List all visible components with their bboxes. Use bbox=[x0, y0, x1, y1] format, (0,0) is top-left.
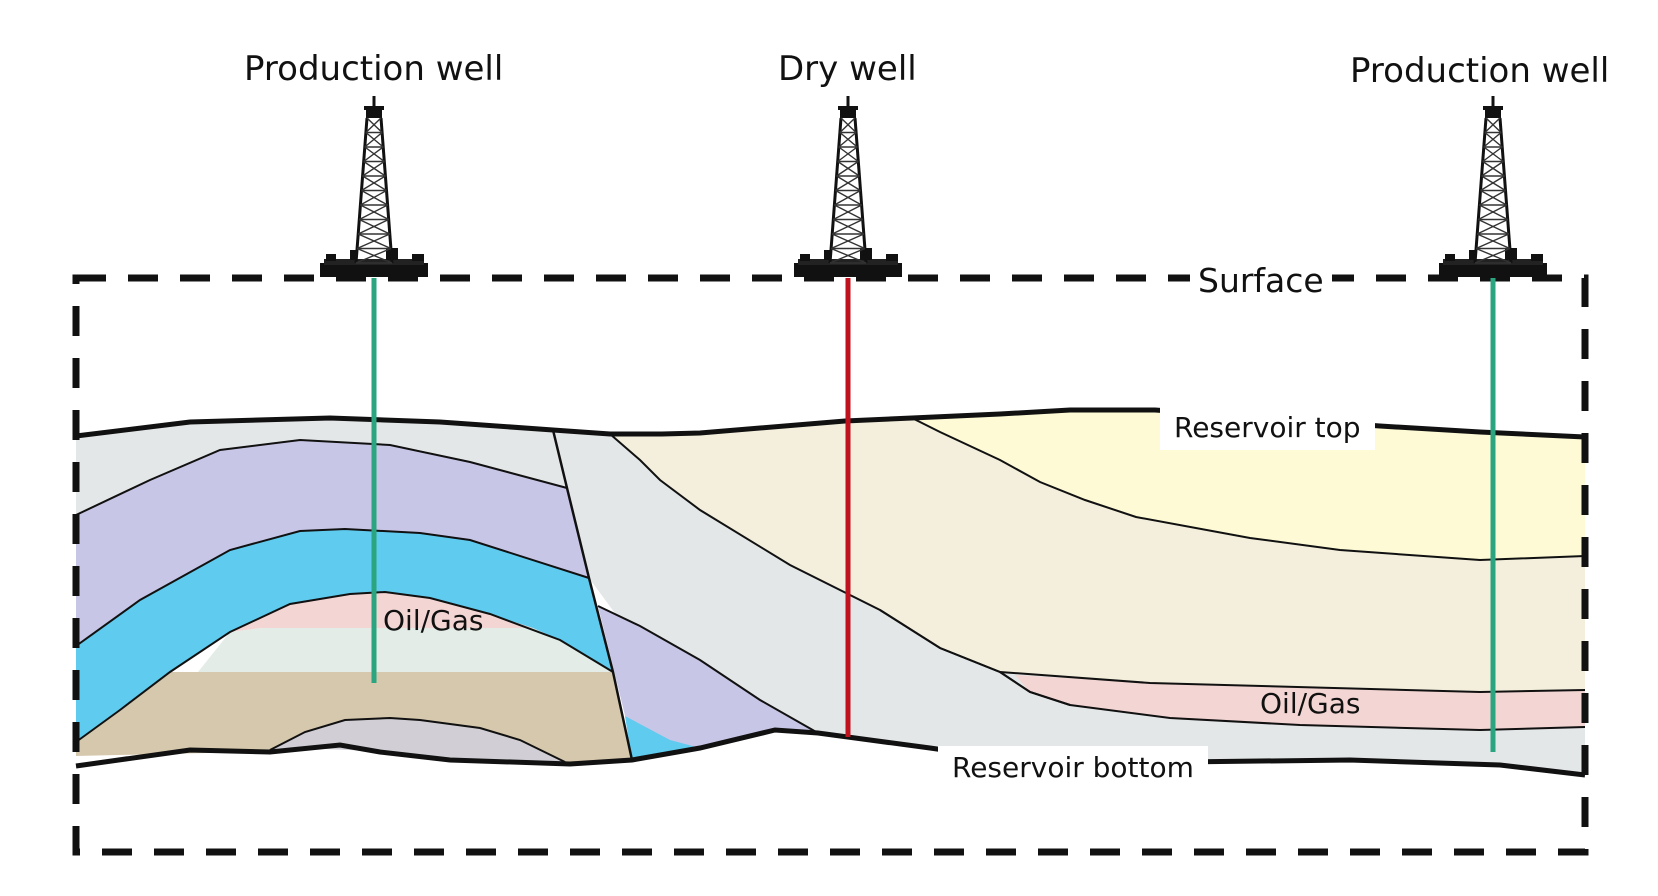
layer-cream-right bbox=[610, 418, 1585, 692]
line-left-1 bbox=[75, 438, 568, 516]
zone-water-left bbox=[198, 628, 613, 672]
layer-core-left bbox=[270, 718, 565, 762]
layer-blue-left bbox=[76, 529, 613, 742]
surface-label: Surface bbox=[1190, 262, 1332, 299]
derrick-icon-production-left bbox=[320, 96, 428, 277]
line-right-oil-top bbox=[879, 609, 1586, 694]
layer-lavender-left bbox=[76, 440, 589, 646]
oil-gas-label-left: Oil/Gas bbox=[383, 604, 484, 637]
line-left-3 bbox=[75, 590, 614, 743]
reservoir-boundary-box bbox=[72, 274, 1589, 856]
line-mid-2 bbox=[597, 605, 819, 734]
layer-yellow-right bbox=[912, 410, 1585, 560]
layer-tan-left bbox=[76, 672, 632, 762]
well-title-production-right: Production well bbox=[1350, 51, 1610, 91]
layer-grey-top-left bbox=[76, 418, 567, 515]
derrick-icon-dry bbox=[794, 96, 902, 277]
line-left-2 bbox=[75, 527, 590, 647]
layer-lavender-middle bbox=[598, 606, 818, 756]
oil-gas-label-right: Oil/Gas bbox=[1260, 687, 1361, 720]
well-title-production-left: Production well bbox=[244, 49, 504, 89]
reservoir-top-label: Reservoir top bbox=[1160, 406, 1375, 450]
line-left-core bbox=[269, 716, 566, 763]
line-right-oil-bottom bbox=[999, 671, 1586, 732]
derrick-icon-production-right bbox=[1439, 96, 1547, 277]
reservoir-bottom-label: Reservoir bottom bbox=[938, 746, 1208, 790]
line-right-yellow bbox=[911, 417, 1586, 562]
well-title-dry: Dry well bbox=[778, 49, 917, 89]
